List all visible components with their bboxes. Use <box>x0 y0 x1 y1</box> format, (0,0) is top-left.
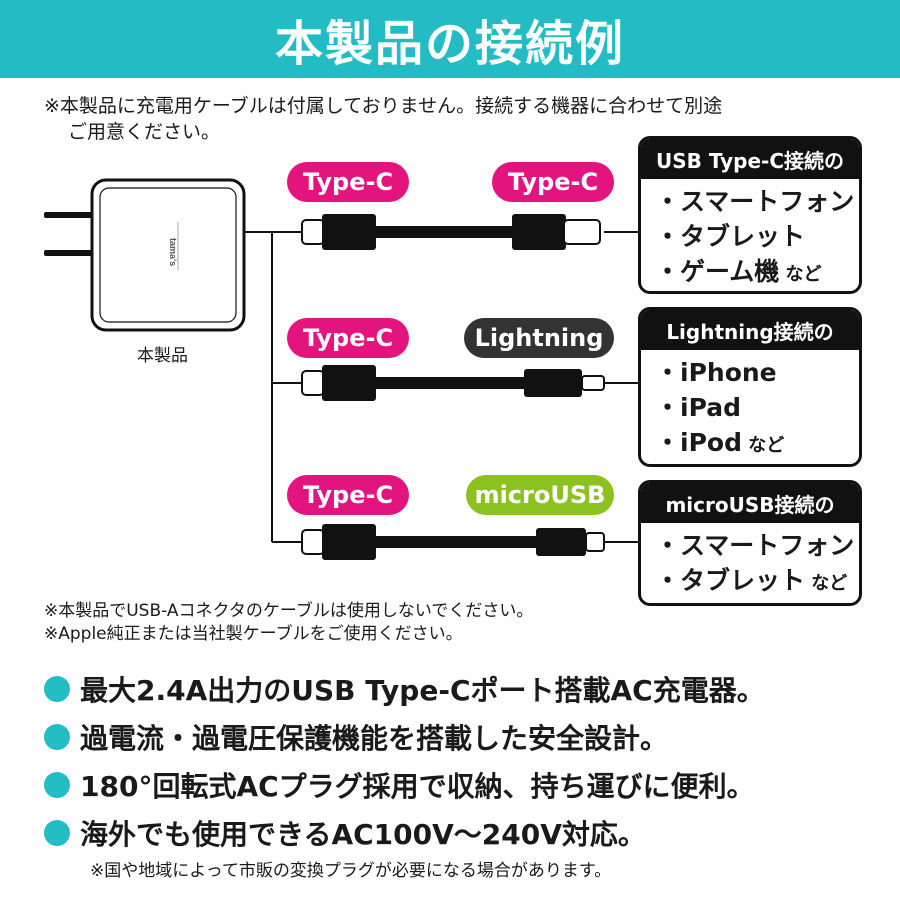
feature-list: 最大2.4A出力のUSB Type-Cポート搭載AC充電器。 過電流・過電圧保護… <box>44 665 765 857</box>
cable-not-included-note: ※本製品に充電用ケーブルは付属しておりません。接続する機器に合わせて別途 ご用意… <box>44 93 864 145</box>
microusb-plug <box>585 532 605 552</box>
device-item: ・ゲーム機 など <box>655 257 822 286</box>
feature-item: 過電流・過電圧保護機能を搭載した安全設計。 <box>44 713 765 761</box>
device-list: ・iPhone ・iPad ・iPod など <box>641 350 859 463</box>
title-banner: 本製品の接続例 <box>0 0 900 78</box>
charger-illustration: tama's <box>44 178 246 332</box>
device-item: ・iPhone <box>655 358 777 387</box>
device-item: ・タブレット など <box>655 566 848 595</box>
device-item: ・スマートフォン <box>655 531 855 560</box>
feature-item: 180°回転式ACプラグ採用で収納、持ち運びに便利。 <box>44 761 765 809</box>
box-header: Lightning接続の <box>641 310 859 350</box>
charger-label: 本製品 <box>137 346 188 366</box>
bullet-dot-icon <box>44 820 70 846</box>
connector-housing <box>512 214 566 250</box>
cable-usage-notes: ※本製品でUSB-Aコネクタのケーブルは使用しないでください。 ※Apple純正… <box>44 600 533 646</box>
device-item: ・タブレット <box>655 222 806 251</box>
feature-text: 過電流・過電圧保護機能を搭載した安全設計。 <box>80 722 669 755</box>
feature-text: 最大2.4A出力のUSB Type-Cポート搭載AC充電器。 <box>80 674 765 707</box>
note-line: ※本製品に充電用ケーブルは付属しておりません。接続する機器に合わせて別途 <box>44 95 723 117</box>
typec-plug-left <box>301 529 325 555</box>
note-line: ※Apple純正または当社製ケーブルをご使用ください。 <box>44 624 463 644</box>
box-header: USB Type-C接続の <box>641 139 859 179</box>
charger-body <box>90 178 246 332</box>
lightning-device-box: Lightning接続の ・iPhone ・iPad ・iPod など <box>638 307 862 467</box>
typec-to-typec-cable <box>301 214 601 250</box>
connector-housing <box>524 369 582 397</box>
device-item: ・iPod など <box>655 428 785 457</box>
cable <box>376 536 536 548</box>
type-c-label: Type-C <box>287 162 409 202</box>
microusb-device-box: microUSB接続の ・スマートフォン ・タブレット など <box>638 480 862 606</box>
connector-housing <box>322 365 376 401</box>
etc-suffix: など <box>805 573 848 594</box>
lightning-plug <box>581 375 605 391</box>
bullet-dot-icon <box>44 772 70 798</box>
feature-text: 海外でも使用できるAC100V～240V対応。 <box>80 818 646 851</box>
cable <box>376 226 512 238</box>
typec-plug-right <box>563 219 601 245</box>
conversion-plug-note: ※国や地域によって市販の変換プラグが必要になる場合があります。 <box>90 861 612 881</box>
device-item: ・スマートフォン <box>655 187 855 216</box>
connector-housing <box>536 528 586 556</box>
bullet-dot-icon <box>44 724 70 750</box>
connector-housing <box>322 214 376 250</box>
typec-to-microusb-cable <box>301 524 605 560</box>
page-title: 本製品の接続例 <box>274 16 625 72</box>
device-list: ・スマートフォン ・タブレット など <box>641 523 859 601</box>
device-list: ・スマートフォン ・タブレット ・ゲーム機 など <box>641 179 859 291</box>
note-line: ※本製品でUSB-Aコネクタのケーブルは使用しないでください。 <box>44 601 534 621</box>
type-c-label: Type-C <box>287 475 409 515</box>
ac-prong-top <box>44 212 100 218</box>
charger-brand-logo: tama's <box>168 238 178 266</box>
etc-suffix: など <box>741 435 785 456</box>
microusb-label: microUSB <box>466 475 614 515</box>
charger-face <box>99 187 237 323</box>
wiring-lines <box>244 231 638 543</box>
feature-item: 最大2.4A出力のUSB Type-Cポート搭載AC充電器。 <box>44 665 765 713</box>
typec-plug-left <box>301 370 325 396</box>
feature-item: 海外でも使用できるAC100V～240V対応。 <box>44 809 765 857</box>
bullet-dot-icon <box>44 676 70 702</box>
device-item: ・iPad <box>655 393 741 422</box>
etc-suffix: など <box>779 264 822 285</box>
typec-plug-left <box>301 219 325 245</box>
connector-housing <box>322 524 376 560</box>
ac-prong-bottom <box>44 250 100 256</box>
type-c-label: Type-C <box>492 162 614 202</box>
feature-text: 180°回転式ACプラグ採用で収納、持ち運びに便利。 <box>80 770 755 803</box>
typec-to-lightning-cable <box>301 365 605 401</box>
usb-type-c-device-box: USB Type-C接続の ・スマートフォン ・タブレット ・ゲーム機 など <box>638 136 862 294</box>
type-c-label: Type-C <box>287 318 409 358</box>
lightning-label: Lightning <box>464 318 614 358</box>
box-header: microUSB接続の <box>641 483 859 523</box>
cable <box>376 377 524 389</box>
note-line: ご用意ください。 <box>68 121 221 143</box>
